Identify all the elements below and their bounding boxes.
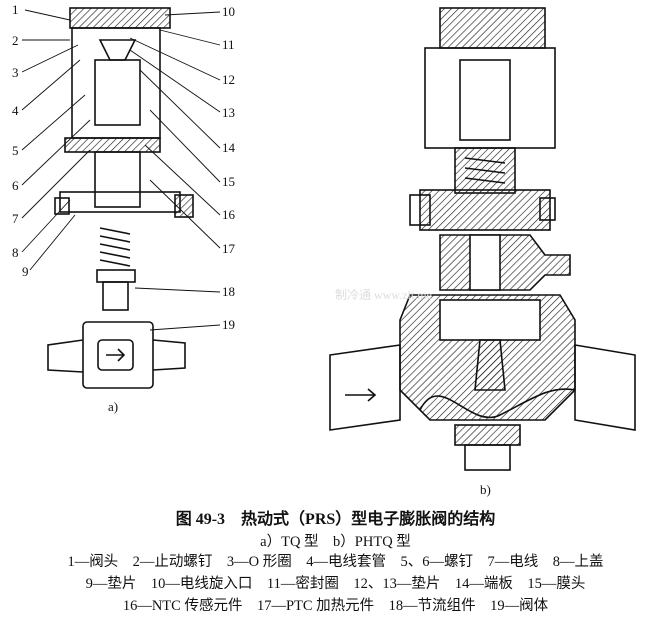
- panel-b-label: b): [480, 482, 491, 497]
- legend-line: 9—垫片 10—电线旋入口 11—密封圈 12、13—垫片 14—端板 15—膜…: [85, 576, 586, 592]
- label-15: 15: [222, 174, 235, 189]
- figure-title: 图 49-3 热动式（PRS）型电子膨胀阀的结构: [175, 511, 496, 528]
- label-5: 5: [12, 143, 19, 158]
- label-3: 3: [12, 65, 19, 80]
- valve-b-drawing: [329, 7, 636, 471]
- label-6: 6: [12, 178, 19, 193]
- label-2: 2: [12, 33, 19, 48]
- label-16: 16: [222, 207, 235, 222]
- legend-line: 16—NTC 传感元件 17—PTC 加热元件 18—节流组件 19—阀体: [122, 598, 549, 614]
- figure-subtitle: a）TQ 型 b）PHTQ 型: [260, 534, 411, 550]
- label-9: 9: [22, 264, 29, 279]
- label-4: 4: [12, 103, 19, 118]
- valve-diagrams: [21, 7, 636, 471]
- label-12: 12: [222, 72, 235, 87]
- panel-a-label: a): [108, 399, 119, 414]
- label-10: 10: [222, 4, 235, 19]
- label-11: 11: [222, 37, 235, 52]
- label-13: 13: [222, 105, 235, 120]
- leader-lines: [21, 9, 221, 331]
- valve-a-drawing: [47, 7, 194, 389]
- label-17: 17: [222, 241, 235, 256]
- label-8: 8: [12, 245, 19, 260]
- label-1: 1: [12, 2, 19, 17]
- legend-line: 1—阀头 2—止动螺钉 3—O 形圈 4—电线套管 5、6—螺钉 7—电线 8—…: [67, 554, 604, 570]
- label-14: 14: [222, 140, 235, 155]
- watermark: 制冷通 www.zlt.me: [335, 288, 432, 302]
- label-18: 18: [222, 284, 235, 299]
- label-7: 7: [12, 211, 19, 226]
- label-19: 19: [222, 317, 235, 332]
